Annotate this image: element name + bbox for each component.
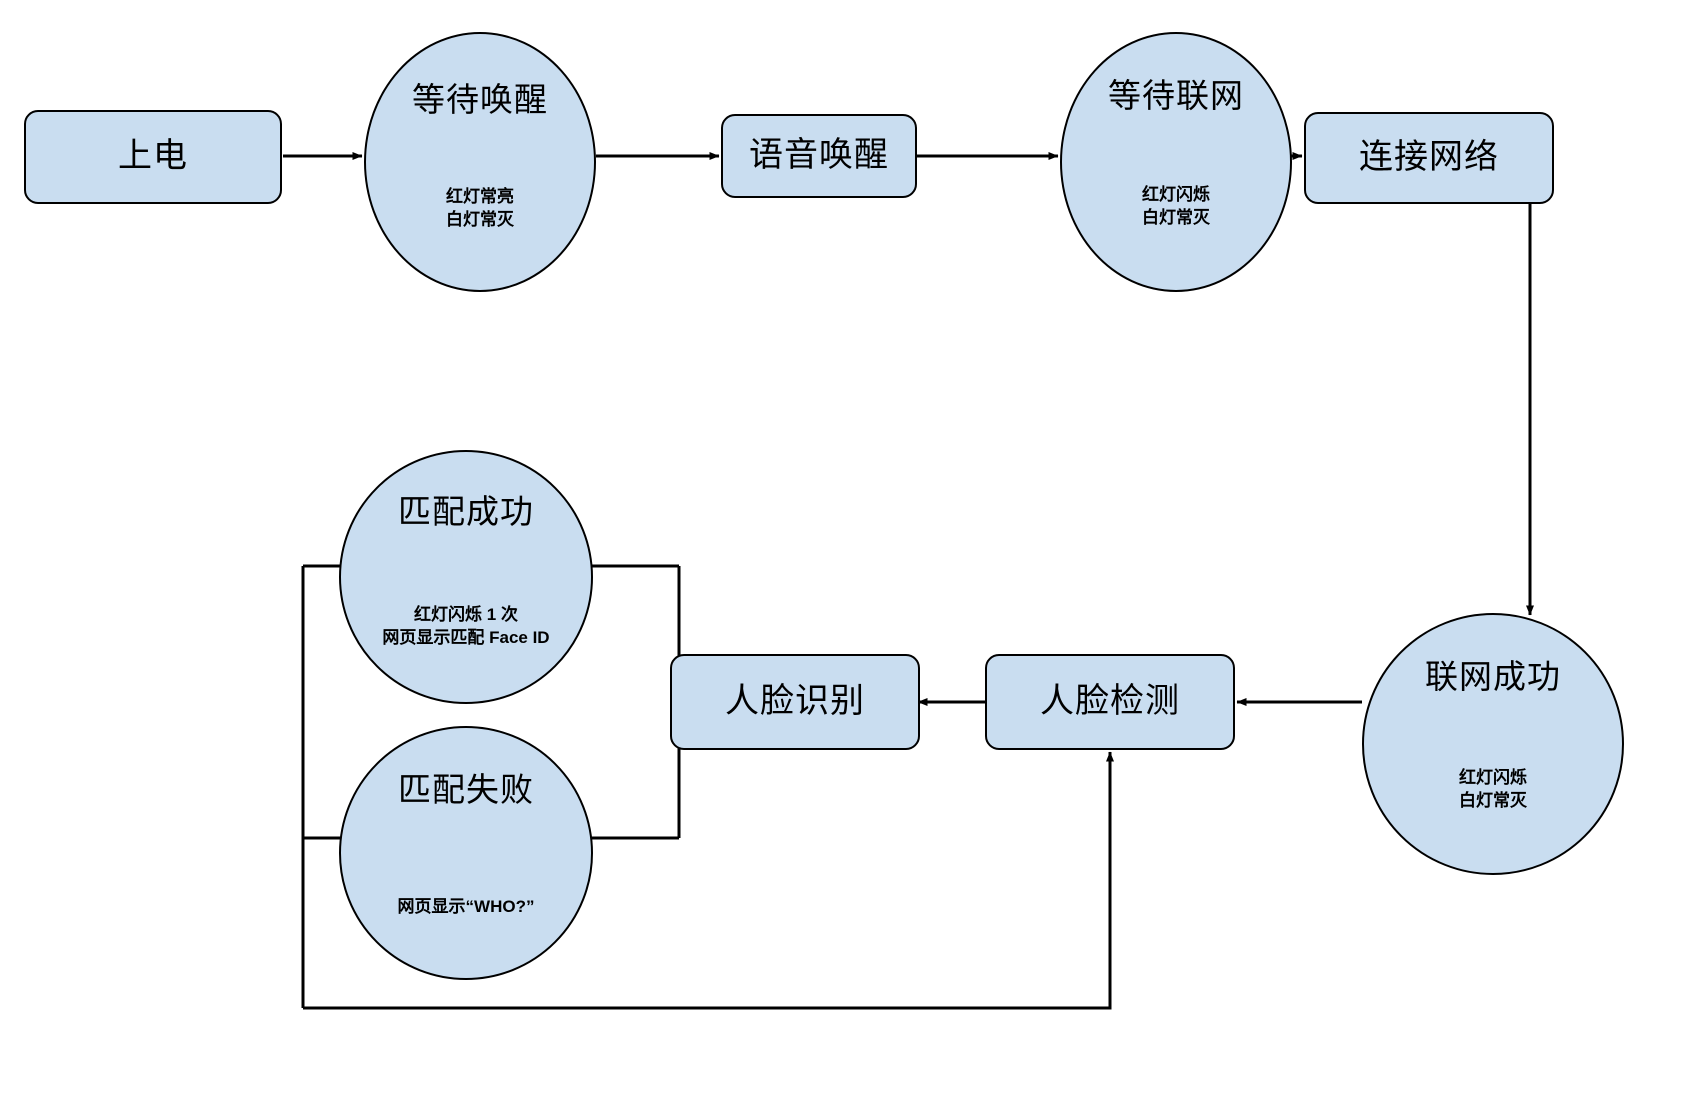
node-network-success-label: 联网成功 [1425, 658, 1561, 695]
node-match-fail[interactable]: 匹配失败 网页显示“WHO?” [339, 726, 593, 980]
node-face-recognize-label: 人脸识别 [725, 682, 865, 721]
node-connect-network-label: 连接网络 [1359, 138, 1499, 177]
node-match-fail-label: 匹配失败 [398, 771, 534, 808]
node-voice-wakeup-label: 语音唤醒 [749, 136, 889, 175]
node-match-success-label: 匹配成功 [398, 493, 534, 530]
node-match-success-sub-line2: 网页显示匹配 Face ID [382, 627, 550, 647]
node-connect-network[interactable]: 连接网络 [1304, 112, 1554, 204]
node-match-success-sub-line1: 红灯闪烁 1 次 [414, 605, 518, 624]
node-wait-network-sub-line1: 红灯闪烁 [1142, 185, 1210, 204]
node-network-success-sub-line2: 白灯常灭 [1459, 790, 1527, 810]
node-power-on[interactable]: 上电 [24, 110, 282, 204]
node-face-detect-label: 人脸检测 [1040, 682, 1180, 721]
node-wait-wakeup-sub-line1: 红灯常亮 [446, 187, 514, 206]
node-wait-wakeup-sub-line2: 白灯常灭 [446, 209, 514, 229]
node-face-detect[interactable]: 人脸检测 [985, 654, 1235, 750]
node-voice-wakeup[interactable]: 语音唤醒 [721, 114, 917, 198]
node-face-recognize[interactable]: 人脸识别 [670, 654, 920, 750]
node-wait-network-sub-line2: 白灯常灭 [1142, 207, 1210, 227]
node-network-success-sub-line1: 红灯闪烁 [1459, 768, 1527, 787]
node-match-success[interactable]: 匹配成功 红灯闪烁 1 次 网页显示匹配 Face ID [339, 450, 593, 704]
node-match-fail-sub-line1: 网页显示“WHO?” [397, 897, 535, 916]
node-network-success[interactable]: 联网成功 红灯闪烁 白灯常灭 [1362, 613, 1624, 875]
node-power-on-label: 上电 [118, 137, 188, 176]
node-wait-network-label: 等待联网 [1108, 77, 1244, 114]
node-wait-wakeup[interactable]: 等待唤醒 红灯常亮 白灯常灭 [364, 32, 596, 292]
node-wait-wakeup-label: 等待唤醒 [412, 81, 548, 118]
node-wait-network[interactable]: 等待联网 红灯闪烁 白灯常灭 [1060, 32, 1292, 292]
